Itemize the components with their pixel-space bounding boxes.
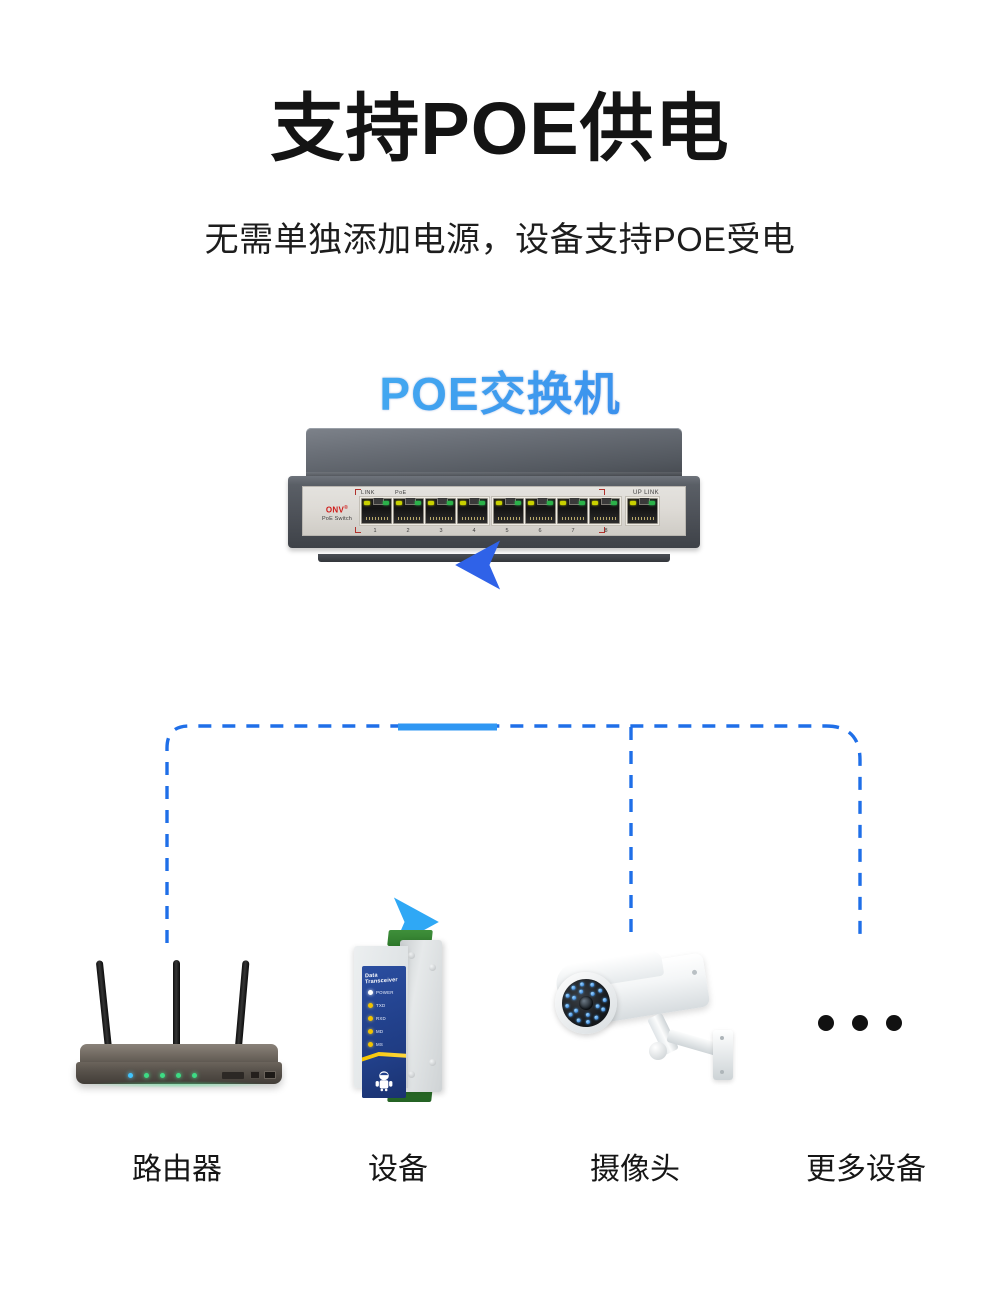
camera-wall-plate [713,1030,733,1080]
switch-brand: ONV® [311,506,363,515]
router-front-shell [76,1062,282,1084]
switch-caption: POE交换机 [0,358,1000,424]
switch-brand-text: ONV [325,505,345,515]
led-indicator-icon [368,1042,373,1047]
switch-base [318,554,670,562]
cctv-camera-device [527,949,737,1102]
ellipsis-dot [852,1015,868,1031]
led-indicator-icon [368,1029,373,1034]
robot-mascot-icon [375,1071,393,1092]
device-led-list: POWER TXD RXD MD [368,990,394,1055]
caption-device: 设备 [368,1153,428,1186]
caption-more-devices: 更多设备 [806,1153,926,1186]
dashed-link-left [165,724,826,943]
device-led-row: MS [368,1042,394,1047]
router-port [250,1071,260,1079]
device-led-row: POWER [368,990,394,995]
ellipsis-dot [886,1015,902,1031]
switch-brand-subtitle: PoE Switch [321,516,353,522]
port-number: 6 [538,528,542,534]
camera-mount-joint [649,1042,667,1060]
led-indicator-icon [368,1003,373,1008]
led-label: RXD [376,1016,386,1021]
page-title: 支持POE供电 [270,87,730,170]
router-led-glow [86,1081,272,1088]
switch-chassis: ONV® PoE Switch LINK PoE UP LINK P [288,476,700,548]
rj45-port [589,498,620,524]
port-number: 4 [472,528,476,534]
ellipsis-dot [818,1015,834,1031]
port-number: 2 [406,528,410,534]
switch-top-shell [306,428,682,480]
caption-router: 路由器 [132,1153,222,1186]
port-number: 8 [604,528,608,534]
switch-label-link: LINK [361,490,375,496]
rj45-port [525,498,556,524]
router-status-leds [128,1073,197,1078]
panel-corner-mark [599,489,605,495]
switch-label-uplink: UP LINK [633,490,660,496]
rj45-port [457,498,488,524]
device-led-row: MD [368,1029,394,1034]
switch-label-poe: PoE [395,490,407,496]
port-number: 1 [373,528,377,534]
led-label: MD [376,1029,384,1034]
device-front-shell: Data Transceiver POWER TXD RXD [354,946,408,1098]
device-led-row: TXD [368,1003,394,1008]
panel-corner-mark [355,489,361,495]
camera-lens-icon [577,994,595,1012]
port-group-right [491,496,622,526]
device-title: Data Transceiver [365,972,398,986]
port-group-left [359,496,490,526]
panel-corner-mark [355,527,361,533]
rj45-port [557,498,588,524]
rj45-port [493,498,524,524]
port-number: 7 [571,528,575,534]
dashed-link-right [825,724,862,943]
led-indicator-icon [368,990,373,995]
antenna-icon [173,960,180,1058]
switch-front-panel: ONV® PoE Switch LINK PoE UP LINK P [302,486,686,536]
rj45-port [393,498,424,524]
rj45-port [361,498,392,524]
router-usb-port [222,1072,244,1079]
device-led-row: RXD [368,1016,394,1021]
port-group-uplink [625,496,660,526]
led-label: POWER [376,990,394,995]
router-device [72,952,286,1100]
page-subtitle: 无需单独添加电源，设备支持POE受电 [204,221,796,259]
port-number: 5 [505,528,509,534]
caption-camera: 摄像头 [590,1153,680,1186]
panel-corner-mark [599,527,605,533]
data-transceiver-device: Data Transceiver POWER TXD RXD [348,930,450,1102]
led-label: TXD [376,1003,386,1008]
camera-ir-array [558,975,614,1031]
device-label-panel: Data Transceiver POWER TXD RXD [362,966,406,1098]
more-devices-ellipsis [818,1015,902,1031]
rj45-uplink-port [627,498,658,524]
registered-icon: ® [344,505,349,511]
router-top-shell [80,1044,278,1066]
led-indicator-icon [368,1016,373,1021]
poe-switch-device: ONV® PoE Switch LINK PoE UP LINK P [288,428,700,562]
rj45-port [425,498,456,524]
camera-mount-arm [666,1029,720,1056]
port-number: 3 [439,528,443,534]
router-port [264,1071,276,1079]
led-label: MS [376,1042,383,1047]
